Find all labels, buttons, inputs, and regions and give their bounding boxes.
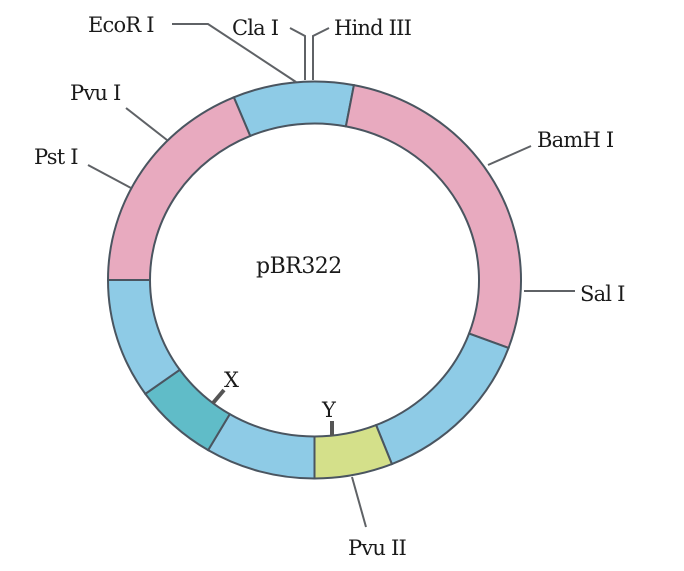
marker-label-x: X: [224, 368, 239, 392]
ecori-leader: [172, 23, 297, 83]
ring-segment-yellow-y: [313, 423, 394, 480]
ring-segment-left-pink: [106, 95, 252, 281]
ring-segment-top-blue: [232, 80, 356, 138]
x-marker-tick: [211, 388, 226, 405]
marker-label-y: Y: [321, 398, 337, 422]
site-label-pvui: Pvu I: [70, 81, 121, 105]
site-label-psti: Pst I: [34, 145, 78, 169]
pvuii-leader: [351, 476, 367, 528]
bamhi-leader: [487, 145, 532, 166]
site-label-hindiii: Hind III: [334, 16, 412, 40]
site-label-clai: Cla I: [232, 16, 279, 40]
clai-leader: [289, 27, 306, 80]
site-label-sali: Sal I: [580, 282, 625, 306]
ring-segment-left-blue: [106, 279, 182, 396]
site-label-bamhi: BamH I: [537, 128, 614, 152]
ring-segment-right-blue: [374, 332, 510, 466]
psti-leader: [87, 164, 132, 189]
plasmid-ring: [106, 80, 522, 480]
pvui-leader: [125, 107, 168, 141]
site-label-pvuii: Pvu II: [348, 536, 406, 560]
ring-segment-right-pink: [344, 83, 522, 350]
site-label-ecori: EcoR I: [88, 13, 154, 37]
hindiii-leader: [312, 27, 330, 80]
plasmid-name: pBR322: [256, 254, 342, 279]
